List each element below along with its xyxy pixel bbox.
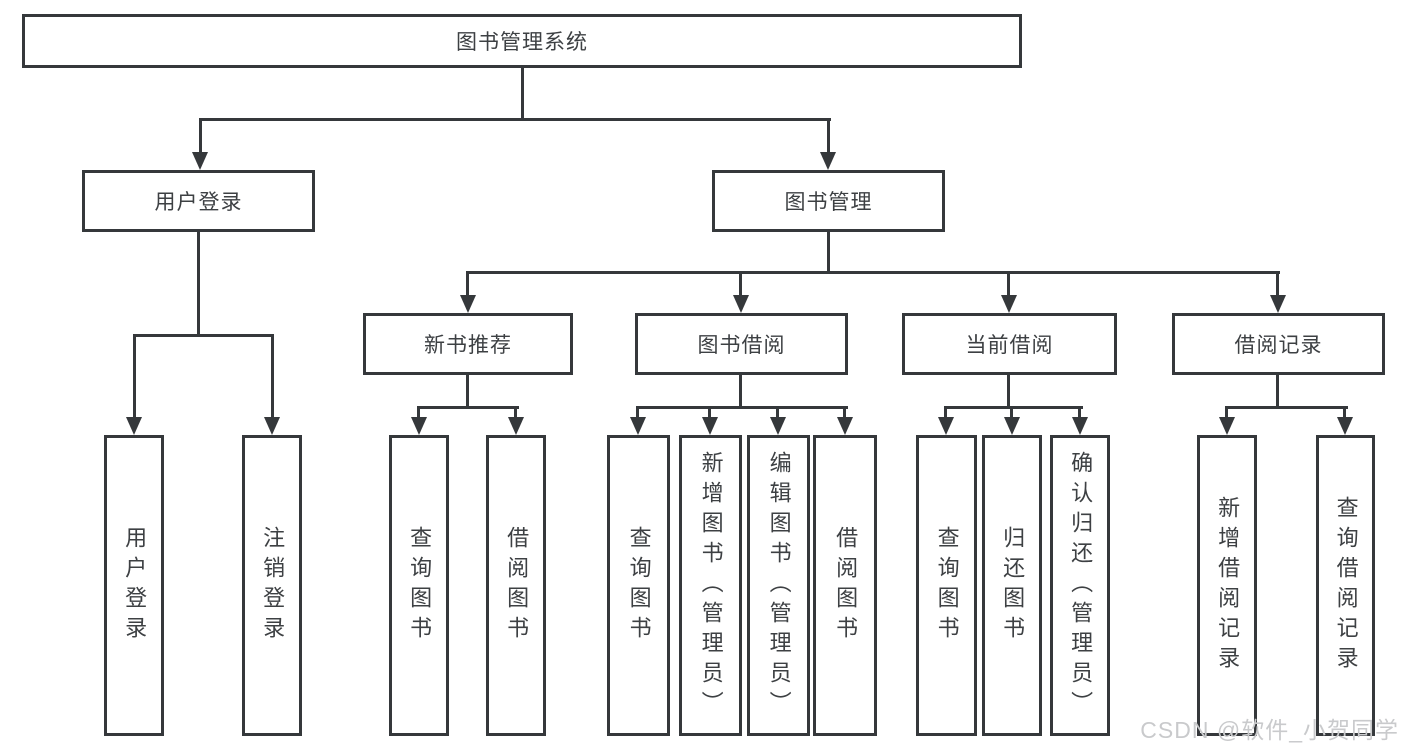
connector-drop — [417, 406, 420, 419]
arrowhead-down-icon — [126, 417, 142, 435]
arrowhead-down-icon — [837, 417, 853, 435]
leaf-edit-books-admin-label: 编辑图书（管理员） — [766, 450, 792, 721]
arrowhead-down-icon — [733, 295, 749, 313]
arrowhead-down-icon — [411, 417, 427, 435]
node-borrow-records: 借阅记录 — [1172, 313, 1385, 375]
node-book-borrow-label: 图书借阅 — [697, 334, 786, 357]
leaf-add-books-admin-label: 新增图书（管理员） — [698, 450, 724, 721]
leaf-user-login-label: 用户登录 — [122, 525, 148, 646]
connector-drop — [199, 118, 202, 154]
arrowhead-down-icon — [508, 417, 524, 435]
leaf-newbooks-borrow-books: 借阅图书 — [486, 435, 546, 736]
connector-bar-book-borrow — [637, 406, 848, 409]
arrowhead-down-icon — [1270, 295, 1286, 313]
connector-bar-book-management — [467, 271, 1280, 274]
connector-bar-user-login — [133, 334, 274, 337]
leaf-borrow-query-books-label: 查询图书 — [626, 525, 652, 646]
connector-drop — [827, 118, 830, 154]
connector-drop — [1276, 271, 1279, 297]
arrowhead-down-icon — [1219, 417, 1235, 435]
connector-drop — [1007, 271, 1010, 297]
connector-bar-borrow-records — [1226, 406, 1348, 409]
leaf-query-borrow-record: 查询借阅记录 — [1316, 435, 1375, 736]
leaf-add-borrow-record: 新增借阅记录 — [1197, 435, 1257, 736]
arrowhead-down-icon — [938, 417, 954, 435]
node-borrow-records-label: 借阅记录 — [1234, 334, 1323, 357]
connector-stem-new-books — [466, 375, 469, 407]
leaf-newbooks-query-books: 查询图书 — [389, 435, 449, 736]
node-book-management: 图书管理 — [712, 170, 945, 232]
leaf-return-books-label: 归还图书 — [1000, 525, 1026, 646]
connector-drop — [636, 406, 639, 419]
node-book-borrow: 图书借阅 — [635, 313, 848, 375]
node-book-management-label: 图书管理 — [784, 191, 873, 214]
node-current-borrow-label: 当前借阅 — [965, 334, 1054, 357]
leaf-borrow-query-books: 查询图书 — [607, 435, 670, 736]
node-root: 图书管理系统 — [22, 14, 1022, 68]
connector-drop — [843, 406, 846, 419]
leaf-confirm-return-admin: 确认归还（管理员） — [1050, 435, 1110, 736]
connector-drop — [944, 406, 947, 419]
node-root-label: 图书管理系统 — [456, 31, 588, 54]
connector-stem-root — [521, 67, 524, 119]
connector-stem-book-management — [827, 232, 830, 272]
leaf-borrow-borrow-books: 借阅图书 — [813, 435, 877, 736]
leaf-logout-label: 注销登录 — [260, 525, 286, 646]
arrowhead-down-icon — [192, 152, 208, 170]
arrowhead-down-icon — [820, 152, 836, 170]
arrowhead-down-icon — [460, 295, 476, 313]
leaf-newbooks-borrow-books-label: 借阅图书 — [504, 525, 530, 646]
leaf-confirm-return-admin-label: 确认归还（管理员） — [1068, 450, 1094, 721]
node-new-books: 新书推荐 — [363, 313, 573, 375]
leaf-edit-books-admin: 编辑图书（管理员） — [747, 435, 810, 736]
leaf-borrow-borrow-books-label: 借阅图书 — [833, 525, 859, 646]
arrowhead-down-icon — [1004, 417, 1020, 435]
connector-drop — [1343, 406, 1346, 419]
connector-drop — [514, 406, 517, 419]
leaf-return-books: 归还图书 — [982, 435, 1042, 736]
connector-stem-borrow-records — [1276, 375, 1279, 407]
leaf-current-query-books: 查询图书 — [916, 435, 977, 736]
arrowhead-down-icon — [1337, 417, 1353, 435]
leaf-add-borrow-record-label: 新增借阅记录 — [1215, 495, 1241, 676]
connector-drop — [739, 271, 742, 297]
connector-stem-current-borrow — [1007, 375, 1010, 407]
connector-drop — [776, 406, 779, 419]
arrowhead-down-icon — [630, 417, 646, 435]
arrowhead-down-icon — [770, 417, 786, 435]
connector-drop — [466, 271, 469, 297]
connector-bar-new-books — [418, 406, 519, 409]
connector-stem-user-login — [197, 232, 200, 335]
connector-drop — [133, 334, 136, 419]
node-user-login: 用户登录 — [82, 170, 315, 232]
arrowhead-down-icon — [1072, 417, 1088, 435]
connector-drop — [1225, 406, 1228, 419]
arrowhead-down-icon — [702, 417, 718, 435]
connector-drop — [1078, 406, 1081, 419]
connector-drop — [708, 406, 711, 419]
leaf-newbooks-query-books-label: 查询图书 — [407, 525, 433, 646]
leaf-add-books-admin: 新增图书（管理员） — [679, 435, 742, 736]
node-user-login-label: 用户登录 — [154, 191, 243, 214]
connector-drop — [271, 334, 274, 419]
connector-bar-current-borrow — [945, 406, 1083, 409]
leaf-logout: 注销登录 — [242, 435, 302, 736]
leaf-user-login: 用户登录 — [104, 435, 164, 736]
watermark: CSDN @软件_小贺同学 — [1140, 717, 1399, 743]
leaf-current-query-books-label: 查询图书 — [934, 525, 960, 646]
connector-stem-book-borrow — [739, 375, 742, 407]
node-current-borrow: 当前借阅 — [902, 313, 1117, 375]
arrowhead-down-icon — [1001, 295, 1017, 313]
connector-drop — [1010, 406, 1013, 419]
connector-bar-root — [199, 118, 831, 121]
node-new-books-label: 新书推荐 — [424, 334, 512, 357]
leaf-query-borrow-record-label: 查询借阅记录 — [1333, 495, 1359, 676]
arrowhead-down-icon — [264, 417, 280, 435]
